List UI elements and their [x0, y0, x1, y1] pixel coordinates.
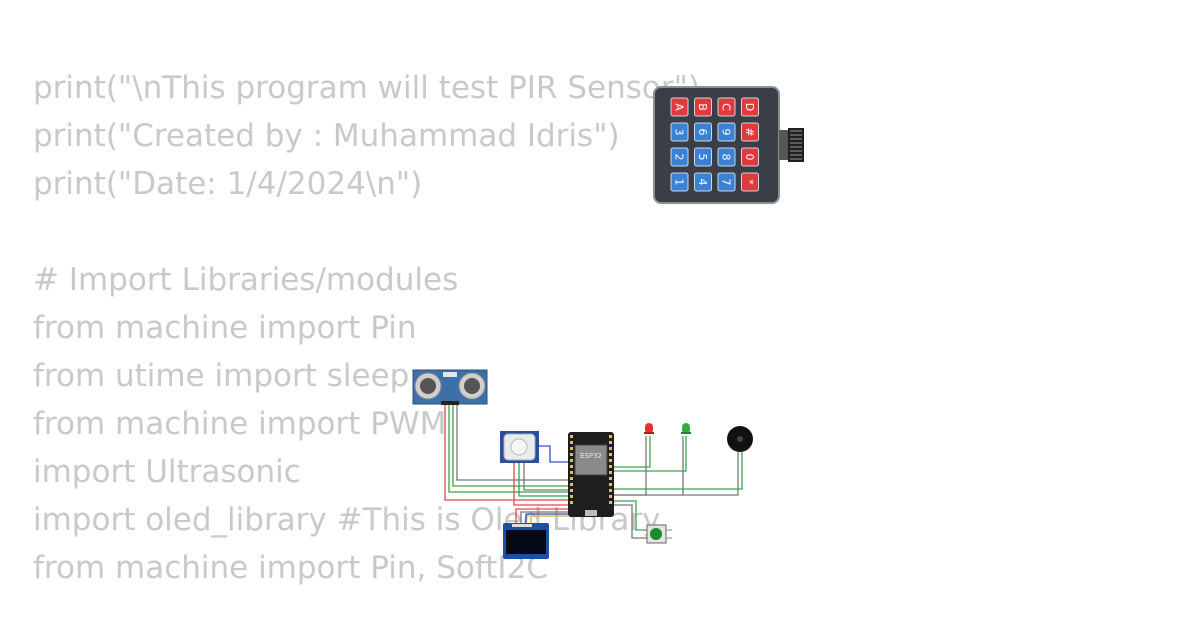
keypad-key[interactable] — [717, 97, 736, 117]
keypad-key[interactable] — [670, 172, 689, 192]
keypad-key[interactable] — [670, 147, 689, 167]
pir-sensor-icon[interactable] — [500, 431, 539, 463]
keypad-key-label: C — [720, 103, 733, 111]
esp32-label: ESP32 — [580, 452, 602, 460]
keypad-key[interactable] — [694, 147, 712, 167]
keypad-key[interactable] — [670, 122, 689, 142]
keypad-key[interactable] — [694, 97, 712, 117]
keypad-key-label: 0 — [743, 154, 756, 161]
keypad-key[interactable] — [741, 147, 759, 167]
oled-display-icon[interactable] — [503, 523, 549, 559]
keypad-key-label: 9 — [720, 129, 733, 136]
keypad-key[interactable] — [741, 172, 759, 192]
keypad-icon[interactable]: A B C D 3 6 9 #2 5 8 0 1 4 7 * — [653, 86, 804, 204]
keypad-key-label: 3 — [673, 129, 686, 136]
keypad-key-label: * — [743, 179, 756, 185]
code-line: from machine import Pin — [33, 310, 417, 346]
keypad-key[interactable] — [717, 122, 736, 142]
ultrasonic-sensor-icon[interactable] — [412, 369, 488, 405]
red-led-icon[interactable] — [644, 423, 654, 434]
keypad-key[interactable] — [694, 122, 712, 142]
keypad-key-label: D — [743, 103, 756, 111]
esp32-board-icon[interactable]: ESP32 — [568, 432, 614, 517]
keypad-key-label: 6 — [696, 129, 709, 136]
code-line: from machine import PWM — [33, 406, 447, 442]
keypad-key-label: 5 — [696, 154, 709, 161]
code-line: from utime import sleep — [33, 358, 410, 394]
keypad-key[interactable] — [741, 97, 759, 117]
green-led-icon[interactable] — [681, 423, 691, 434]
keypad-key-label: # — [743, 127, 756, 136]
code-line: # Import Libraries/modules — [33, 262, 459, 298]
keypad-keys: A B C D 3 6 9 #2 5 8 0 1 4 7 * — [670, 97, 759, 192]
keypad-key-label: 1 — [673, 179, 686, 186]
keypad-key-label: B — [696, 103, 709, 111]
keypad-key[interactable] — [670, 97, 689, 117]
buzzer-icon[interactable] — [727, 426, 753, 452]
code-line: import Ultrasonic — [33, 454, 301, 490]
keypad-key-label: 8 — [720, 154, 733, 161]
keypad-key-label: 7 — [720, 179, 733, 186]
code-line: import oled_library #This is Oled Librar… — [33, 502, 661, 538]
keypad-key-label: 4 — [696, 179, 709, 186]
keypad-key[interactable] — [717, 147, 736, 167]
code-line: print("Created by : Muhammad Idris") — [33, 118, 620, 154]
keypad-key-label: 2 — [673, 154, 686, 161]
keypad-key[interactable] — [717, 172, 736, 192]
keypad-key-label: A — [673, 103, 686, 111]
keypad-key[interactable] — [741, 122, 759, 142]
code-line: print("Date: 1/4/2024\n") — [33, 166, 423, 202]
push-button-icon[interactable] — [646, 524, 672, 544]
keypad-key[interactable] — [694, 172, 712, 192]
